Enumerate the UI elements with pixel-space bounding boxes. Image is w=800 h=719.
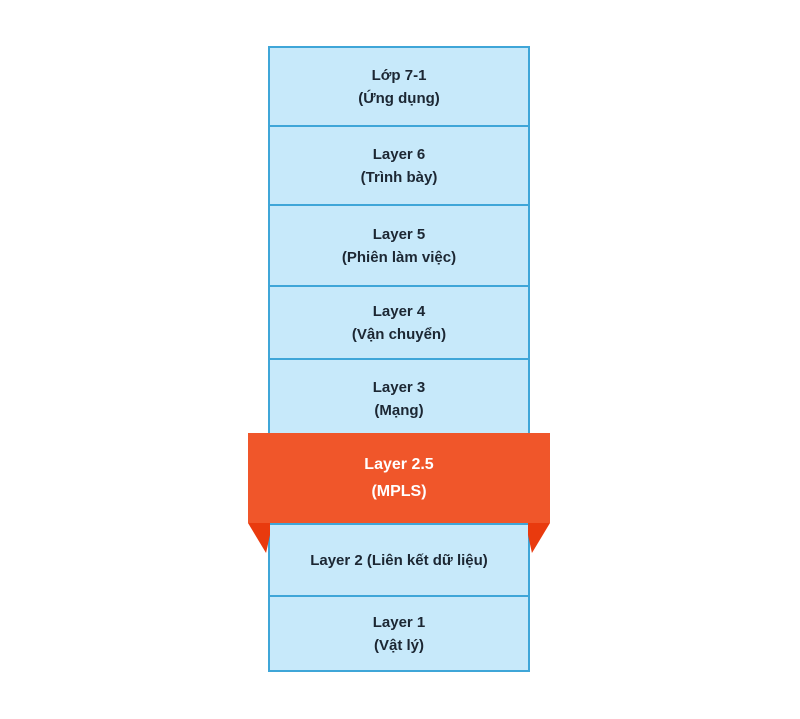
layer-title: Layer 3 xyxy=(372,378,426,396)
ribbon-fold-right xyxy=(528,523,550,553)
layer-title: Lớp 7-1 xyxy=(371,66,427,84)
layer-subtitle: (Trình bày) xyxy=(360,168,438,186)
layer-box-6: Layer 6 (Trình bày) xyxy=(270,127,528,206)
layer-subtitle: (Phiên làm việc) xyxy=(341,248,457,266)
ribbon-title: Layer 2.5 xyxy=(364,456,434,473)
layer-title: Layer 1 xyxy=(372,613,426,631)
layer-subtitle: (Ứng dụng) xyxy=(358,89,440,107)
ribbon-subtitle: (MPLS) xyxy=(371,483,427,500)
ribbon-fold-left xyxy=(248,523,270,553)
layer-title: Layer 4 xyxy=(372,302,426,320)
layer-title: Layer 2 (Liên kết dữ liệu) xyxy=(310,551,488,569)
layer-box-7-1: Lớp 7-1 (Ứng dụng) xyxy=(270,48,528,127)
layer-box-3: Layer 3 (Mạng) xyxy=(270,360,528,439)
layer-box-1: Layer 1 (Vật lý) xyxy=(270,597,528,670)
osi-layer-stack: Lớp 7-1 (Ứng dụng) Layer 6 (Trình bày) L… xyxy=(268,46,530,672)
layer-title: Layer 5 xyxy=(372,225,426,243)
mpls-ribbon: Layer 2.5 (MPLS) xyxy=(248,433,550,523)
layer-box-4: Layer 4 (Vận chuyển) xyxy=(270,287,528,360)
layer-subtitle: (Vật lý) xyxy=(373,636,424,654)
layer-subtitle: (Mạng) xyxy=(374,401,424,419)
layer-box-5: Layer 5 (Phiên làm việc) xyxy=(270,206,528,287)
layer-subtitle: (Vận chuyển) xyxy=(351,325,447,343)
layer-box-2: Layer 2 (Liên kết dữ liệu) xyxy=(270,525,528,597)
layer-title: Layer 6 xyxy=(372,145,426,163)
